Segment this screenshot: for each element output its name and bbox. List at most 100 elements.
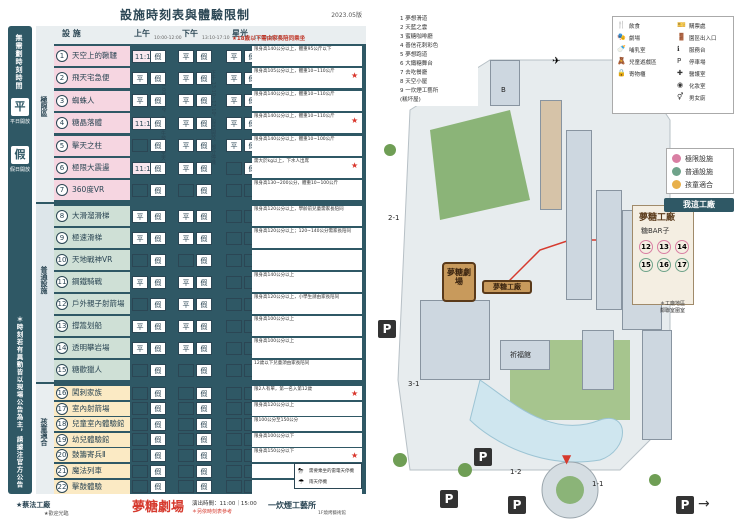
facility-note: 限身高140公分以上，體重10~110公斤 (252, 113, 362, 134)
holiday-badge-label: 假日開放 (10, 167, 31, 173)
footer-showtime: 演出時間：11:00｜15:00 (192, 501, 257, 507)
facility-number: 16 (56, 387, 68, 399)
building-strip-1 (540, 100, 562, 210)
row-label-bg (54, 68, 130, 89)
legend-label: 停車場 (689, 60, 706, 66)
weekday-slot: 平 (132, 209, 148, 223)
arrow-right-icon: → (698, 496, 710, 512)
weekday-slot (226, 297, 242, 311)
building-east (642, 330, 672, 440)
weekday-slot: 平 (132, 341, 148, 355)
facility-name: 撐篙划船 (72, 321, 102, 330)
facility-note: 限2人有單，第一名入第12歲 (252, 386, 362, 400)
row-label-bg (54, 432, 130, 447)
facility-number: 10 (56, 254, 68, 266)
atm-icon: ◉ (677, 81, 684, 89)
side-note: ＊時刻若有異動皆以現場公告為主，請據注官方公告 (15, 316, 23, 489)
header-facility: 設 施 (62, 29, 81, 38)
holiday-slot: 假 (150, 139, 166, 153)
holiday-slot: 假 (196, 161, 212, 175)
holiday-slot: 假 (150, 433, 166, 447)
construction-note: ＊工廠地區 鄰聯室圍室 (660, 301, 686, 314)
facility-number[interactable]: 12 (639, 240, 653, 254)
facility-number[interactable]: 14 (675, 240, 689, 254)
facility-number[interactable]: 16 (657, 258, 671, 272)
weekday-slot (226, 433, 242, 447)
holiday-slot: 假 (196, 94, 212, 108)
category-swatch (672, 167, 681, 176)
holiday-slot: 假 (196, 49, 212, 63)
facility-number[interactable]: 15 (639, 258, 653, 272)
holiday-slot: 假 (150, 116, 166, 130)
row-label-bg (54, 135, 130, 156)
weekday-slot (132, 448, 148, 462)
row-label-bg (54, 417, 130, 432)
schedule-header: 設 施 上午 10:00-12:00 下午 13:10-17:10 星光 18:… (36, 26, 366, 44)
gate-icon: 🎫 (677, 21, 686, 29)
parking-icon: P (440, 490, 458, 508)
weekday-slot: 平 (178, 275, 194, 289)
facility-index-item: (糕坏屋) (400, 97, 421, 103)
holiday-slot: 假 (150, 94, 166, 108)
facility-number: 18 (56, 418, 68, 431)
legend-label: 男女廁 (689, 96, 706, 102)
row-label-bg (54, 316, 130, 336)
weekday-slot (178, 480, 194, 494)
table-row: 2飛天宅急便平假平假平假限身高105公分以上，體重10~110公斤★ (54, 68, 366, 89)
holiday-slot: 假 (150, 386, 166, 400)
facility-number: 5 (56, 139, 68, 152)
facility-name: 極速滑梯 (72, 233, 102, 242)
row-label-bg (54, 206, 130, 226)
schedule-panel: 設施時刻表與體驗限制 2023.05版 無需劃時刻時間 平 平日開放 假 假日開… (8, 8, 366, 517)
parking-icon: P (378, 320, 396, 338)
toilet-icon: ⚥ (677, 93, 684, 101)
facility-note: 限身高130~200公分，體重10~100公斤 (252, 180, 362, 201)
facility-name: 幼兒體驗館 (72, 434, 110, 444)
weekday-slot: 平 (132, 319, 148, 333)
legend-label: 兒童遊戲區 (629, 60, 657, 66)
weekday-slot: 平 (226, 94, 242, 108)
holiday-slot: 假 (196, 464, 212, 478)
weekday-slot (132, 433, 148, 447)
facility-note (252, 250, 362, 270)
footer-logo: 夢糖劇場 (132, 500, 185, 515)
locker-icon: 🔒 (617, 69, 626, 77)
weekday-slot (132, 363, 148, 377)
footer-left-sub: ★歡迎光臨 (44, 511, 69, 517)
compass-icon: ✈ (552, 56, 561, 67)
category-kids-label: 孩童適合 (40, 418, 48, 446)
side-top-label: 無需劃時刻時間 (15, 34, 23, 90)
medical-icon: ✚ (677, 69, 683, 77)
factory-banner: 我這工廠 (664, 198, 734, 212)
legend-label: 化妝室 (689, 84, 706, 90)
facility-number[interactable]: 17 (675, 258, 689, 272)
facility-index-item: 5 夢想跑道 (400, 52, 428, 58)
weekday-slot: 平 (132, 275, 148, 289)
row-label-bg (54, 228, 130, 248)
holiday-slot: 假 (196, 71, 212, 85)
facility-number: 17 (56, 402, 68, 415)
entrance-marker-icon[interactable]: ▼ (562, 452, 572, 466)
weekday-slot (226, 363, 242, 377)
table-row: 3蜘蛛人平假平假平假限身高140公分以上，體重10~110公斤 (54, 90, 366, 111)
weekday-slot: 平 (132, 71, 148, 85)
facility-note: 限身高140公分以上，體重10~100公斤 (252, 135, 362, 156)
area-label-1-1: 1-1 (592, 480, 604, 488)
facility-number: 3 (56, 94, 68, 107)
holiday-slot: 假 (150, 275, 166, 289)
weekday-slot (132, 183, 148, 197)
facility-note: 限身高100公分以上 (252, 338, 362, 358)
header-star: 星光 (232, 29, 248, 38)
factory-sub: 糖BAR子 (641, 227, 670, 235)
weekday-slot (226, 275, 242, 289)
weekday-slot: 平 (178, 49, 194, 63)
facility-number[interactable]: 13 (657, 240, 671, 254)
weekday-slot (132, 480, 148, 494)
holiday-slot: 假 (196, 297, 212, 311)
facility-name: 大滑溜滑梯 (72, 211, 110, 220)
facility-index-item: 8 天空小屋 (400, 79, 428, 85)
